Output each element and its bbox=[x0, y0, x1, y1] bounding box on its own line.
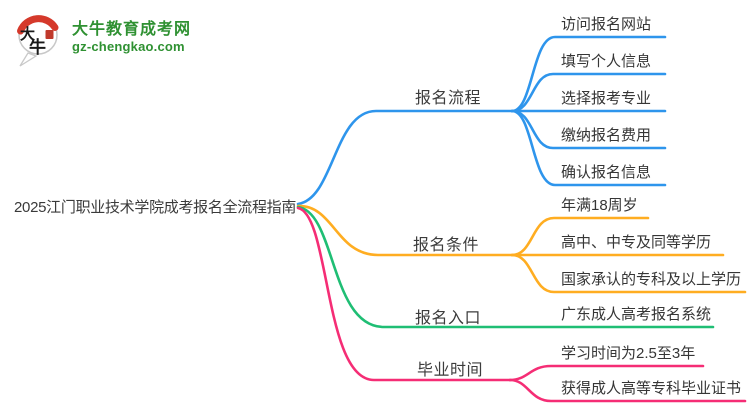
site-name: 大牛教育成考网 bbox=[72, 21, 192, 39]
site-domain: gz-chengkao.com bbox=[72, 38, 185, 54]
branch4-trunk-line bbox=[296, 206, 512, 382]
leaf-choose-major: 选择报考专业 bbox=[561, 90, 652, 107]
leaf-highschool-equivalent: 高中、中专及同等学历 bbox=[561, 234, 712, 251]
branch4-leaf1-line bbox=[508, 364, 705, 382]
red-seal-stamp bbox=[45, 30, 54, 39]
leaf-guangdong-gaokao-system: 广东成人高考报名系统 bbox=[561, 306, 712, 323]
branch4-leaf2-line bbox=[508, 378, 747, 403]
branch-label-registration-conditions: 报名条件 bbox=[413, 237, 480, 254]
leaf-visit-registration-site: 访问报名网站 bbox=[561, 16, 652, 33]
branch1-leaf1-line bbox=[510, 35, 667, 113]
branch-label-registration-process: 报名流程 bbox=[415, 90, 482, 107]
daniu-ox-speech-bubble-icon: 大 牛 bbox=[17, 15, 59, 67]
leaf-study-duration: 学习时间为2.5至3年 bbox=[561, 345, 696, 362]
branch1-leaf5-line bbox=[510, 109, 667, 187]
branch-label-registration-entrance: 报名入口 bbox=[415, 310, 482, 327]
logo-char-top: 大 bbox=[20, 25, 35, 43]
speech-bubble-tail bbox=[19, 52, 38, 67]
logo-char-bottom: 牛 bbox=[29, 37, 46, 57]
branch3-trunk-line bbox=[296, 205, 715, 329]
branch2-leaf3-line bbox=[510, 253, 747, 294]
leaf-pay-registration-fee: 缴纳报名费用 bbox=[561, 127, 652, 144]
leaf-confirm-registration-info: 确认报名信息 bbox=[561, 164, 652, 181]
leaf-diploma-obtained: 获得成人高等专科毕业证书 bbox=[561, 380, 742, 397]
branch-label-graduation-time: 毕业时间 bbox=[417, 362, 484, 379]
branch1-trunk-line bbox=[296, 109, 514, 206]
leaf-age-18: 年满18周岁 bbox=[561, 197, 638, 214]
site-logo: 大 牛 大牛教育成考网 gz-chengkao.com bbox=[12, 8, 191, 68]
leaf-state-recognized-diploma: 国家承认的专科及以上学历 bbox=[561, 271, 742, 288]
site-logo-text: 大牛教育成考网 gz-chengkao.com bbox=[72, 21, 191, 54]
leaf-fill-personal-info: 填写个人信息 bbox=[561, 53, 652, 70]
branch2-trunk-line bbox=[296, 204, 514, 257]
central-topic: 2025江门职业技术学院成考报名全流程指南 bbox=[14, 199, 297, 216]
red-arc-hat bbox=[17, 15, 59, 35]
